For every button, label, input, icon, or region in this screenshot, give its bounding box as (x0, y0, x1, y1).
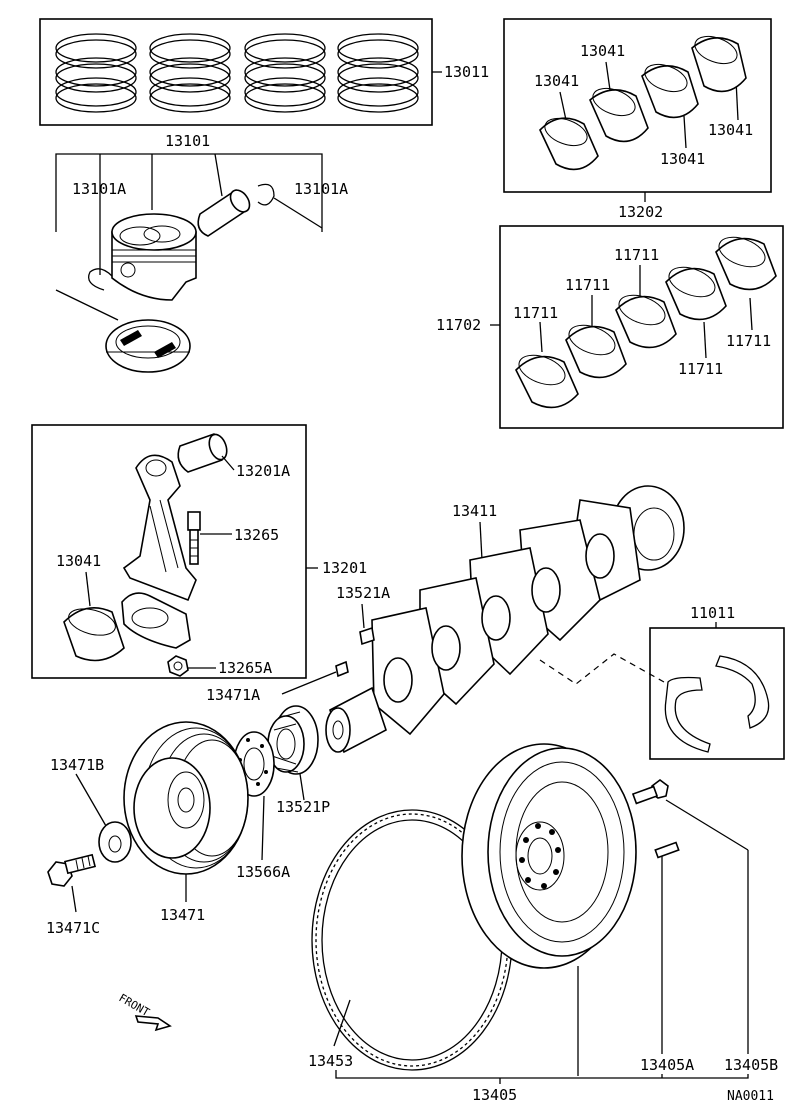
thrust-washer-box (649, 627, 785, 760)
bearing-shell-b (589, 87, 649, 143)
conrod-bushing (177, 433, 228, 473)
conrod-cap (121, 592, 191, 649)
label-main-bearing-5: 11711 (726, 332, 771, 350)
label-thrust-washer: 11011 (690, 604, 735, 622)
thrust-washer-right (715, 655, 770, 729)
label-conrod-assembly: 13201 (322, 559, 367, 577)
label-conrod-bearing-set: 13202 (618, 203, 663, 221)
label-ring-gear: 13453 (308, 1052, 353, 1070)
flywheel-dowel (654, 841, 680, 859)
piston-bottom-view (105, 319, 191, 373)
piston-ring-set-3 (244, 33, 326, 113)
crank-key (359, 626, 375, 646)
label-flywheel-dowel: 13405A (640, 1056, 694, 1074)
label-crankshaft: 13411 (452, 502, 497, 520)
piston-group: 13101 13101A 13101A (55, 132, 348, 373)
flywheel (461, 743, 637, 969)
conrod-group: 13201 13201A 13265 130 (31, 424, 367, 679)
crank-sprocket (267, 705, 319, 775)
main-bearing-shell-e (715, 236, 777, 291)
front-marker: FRONT (117, 991, 172, 1032)
front-marker-text: FRONT (117, 991, 153, 1019)
label-main-bearing-4: 11711 (678, 360, 723, 378)
bearing-shell-a (539, 117, 599, 171)
conrod-bearing-box (503, 18, 772, 193)
conrod-nut (167, 655, 189, 677)
label-main-bearing-set: 11702 (436, 316, 481, 334)
label-snap-ring-right: 13101A (294, 180, 348, 198)
label-crank-key: 13521A (336, 584, 390, 602)
thrust-washer-left (664, 676, 711, 753)
crankshaft-group: 13411 13521A 13471A (206, 485, 685, 754)
snap-ring-right (257, 183, 275, 206)
label-snap-ring-left: 13101A (72, 180, 126, 198)
main-bearing-shell-c (615, 294, 677, 349)
pulley-bolt (47, 853, 97, 887)
diagram-code: NA0011 (727, 1089, 774, 1104)
piston-ring-set-1 (55, 33, 137, 113)
label-conrod-bearing-4: 13041 (708, 121, 753, 139)
label-main-bearing-1: 11711 (513, 304, 558, 322)
label-flywheel-bolt: 13405B (724, 1056, 778, 1074)
label-pulley-key: 13471A (206, 686, 260, 704)
bearing-shell-c (641, 63, 699, 119)
conrod-box (31, 424, 307, 679)
piston-ring-set-4 (337, 33, 419, 113)
label-main-bearing-3: 11711 (614, 246, 659, 264)
piston-pin (197, 189, 251, 237)
label-conrod-bearing-2: 13041 (580, 42, 625, 60)
label-pulley-bolt: 13471C (46, 919, 100, 937)
crank-pulley-group: 13471 13471B 13471C (46, 721, 249, 937)
bearing-shell-d (691, 35, 747, 93)
label-conrod-nut: 13265A (218, 659, 272, 677)
label-conrod-bearing-1: 13041 (534, 72, 579, 90)
main-bearing-shell-a (515, 354, 579, 409)
pulley-key (335, 660, 349, 678)
label-crank-pulley: 13471 (160, 906, 205, 924)
label-crank-sprocket: 13521P (276, 798, 330, 816)
label-main-bearing-2: 11711 (565, 276, 610, 294)
main-bearing-shell-b (565, 324, 627, 379)
label-piston-rings: 13011 (444, 63, 489, 81)
label-sensor-plate: 13566A (236, 863, 290, 881)
piston-rings-box (39, 18, 433, 126)
label-conrod-bearing-3: 13041 (660, 150, 705, 168)
thrust-washer-group: 11011 (539, 604, 785, 760)
crank-sprocket-group: 13521P (267, 705, 330, 816)
label-piston: 13101 (165, 132, 210, 150)
piston-rings-group: 13011 (39, 18, 489, 126)
main-bearing-shell-d (665, 266, 727, 321)
label-pulley-washer: 13471B (50, 756, 104, 774)
pulley-washer (98, 821, 132, 863)
label-flywheel-assembly: 13405 (472, 1086, 517, 1104)
conrod-bearing-set-group: 13041 13041 13041 13041 13202 (503, 18, 772, 221)
main-bearing-box (499, 225, 784, 429)
flywheel-group: 13405A 13405B 13405 (335, 743, 778, 1104)
label-conrod-bolt: 13265 (234, 526, 279, 544)
label-conrod-bushing: 13201A (236, 462, 290, 480)
crankshaft (325, 485, 685, 754)
piston (111, 213, 197, 301)
crank-pulley (123, 721, 249, 875)
flywheel-bolt (631, 779, 669, 805)
conrod-bolt (187, 511, 201, 565)
conrod-lower-bearing-shell (63, 606, 125, 662)
main-bearing-set-group: 11702 11711 11711 11711 11711 11711 (436, 225, 784, 429)
piston-ring-set-2 (149, 33, 231, 113)
label-conrod-bearing-lower: 13041 (56, 552, 101, 570)
connecting-rod (122, 454, 197, 602)
snap-ring-left (87, 268, 113, 291)
